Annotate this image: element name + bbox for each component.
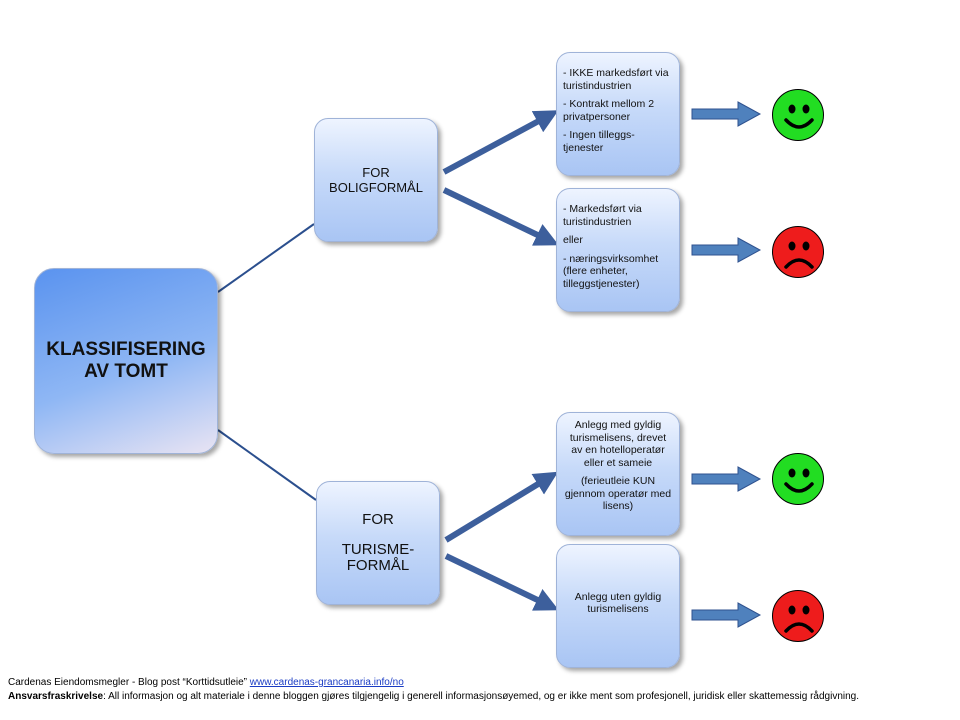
node-tourism: FOR TURISME- FORMÅL (316, 481, 440, 605)
node-residential-line1: FOR (362, 165, 390, 180)
footer-link[interactable]: www.cardenas-grancanaria.info/no (249, 677, 404, 688)
leaf-item: - IKKE markedsført via turistindustrien (563, 67, 669, 92)
branch-arrow-1 (442, 110, 559, 175)
result-arrow-1 (691, 101, 762, 127)
root-node: KLASSIFISERING AV TOMT (34, 268, 218, 454)
disclaimer-text: : All informasjon og alt materiale i den… (103, 691, 860, 702)
leaf-text: Anlegg uten gyldig turismelisens (574, 590, 662, 616)
leaf-item: - Kontrakt mellom 2 privatpersoner (563, 98, 655, 123)
footer: Cardenas Eiendomsmegler - Blog post “Kor… (8, 676, 958, 704)
branch-arrow-4 (444, 553, 559, 611)
sad-face-icon (772, 590, 824, 642)
leaf-item: - næringsvirksomhet (flere enheter, till… (563, 252, 659, 290)
node-residential-line2: BOLIGFORMÅL (329, 180, 423, 195)
tree-line-upper (217, 223, 315, 293)
tree-line-lower (217, 429, 317, 501)
leaf-tourism-bad: Anlegg uten gyldig turismelisens (556, 544, 680, 668)
footer-line2: Ansvarsfraskrivelse: All informasjon og … (8, 690, 958, 704)
leaf-item: - Markedsført via turistindustrien (563, 203, 642, 228)
node-tourism-line1: FOR (362, 511, 394, 528)
leaf-tourism-ok: Anlegg med gyldig turismelisens, drevet … (556, 412, 680, 536)
happy-face-icon (772, 453, 824, 505)
branch-arrow-3 (444, 471, 559, 543)
root-title-line1: KLASSIFISERING (46, 339, 206, 360)
root-title-line2: AV TOMT (84, 361, 168, 382)
leaf-item: - Ingen tilleggs-tjenester (563, 129, 635, 154)
node-tourism-line2: TURISME- (341, 541, 415, 558)
leaf-text: (ferieutleie KUN gjennom operatør med li… (564, 475, 672, 512)
footer-line1: Cardenas Eiendomsmegler - Blog post “Kor… (8, 676, 958, 690)
footer-source: Cardenas Eiendomsmegler - Blog post “Kor… (8, 677, 250, 688)
disclaimer-label: Ansvarsfraskrivelse (8, 691, 104, 702)
node-tourism-line3: FORMÅL (346, 557, 410, 574)
result-arrow-4 (691, 602, 762, 628)
branch-arrow-2 (442, 187, 559, 246)
node-residential: FOR BOLIGFORMÅL (314, 118, 438, 242)
happy-face-icon (772, 89, 824, 141)
leaf-residential-bad: - Markedsført via turistindustrien eller… (556, 188, 680, 312)
leaf-text: Anlegg med gyldig turismelisens, drevet … (569, 419, 667, 469)
leaf-item: eller (563, 234, 583, 246)
result-arrow-2 (691, 237, 762, 263)
leaf-residential-ok: - IKKE markedsført via turistindustrien … (556, 52, 680, 176)
sad-face-icon (772, 226, 824, 278)
result-arrow-3 (691, 466, 762, 492)
